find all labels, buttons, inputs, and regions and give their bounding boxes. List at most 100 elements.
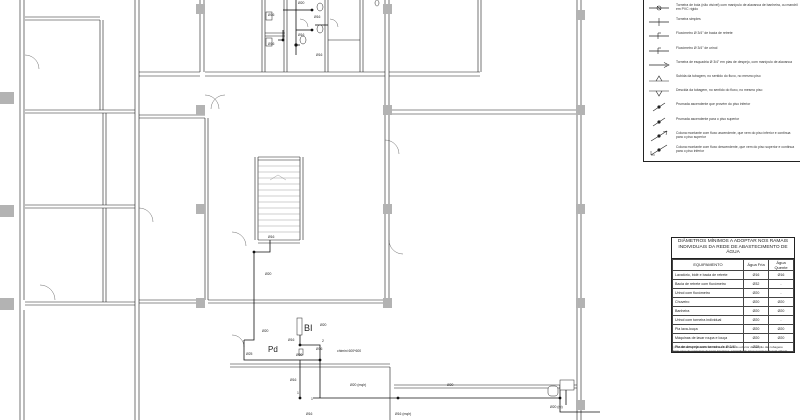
floor-plan: Ø16 Ø16 Ø20 Ø16 Ø16 Ø16 Ø20 Ø20 Ø16 Ø20 … bbox=[0, 0, 600, 420]
table-header-row: EQUIPAMENTO Água Fria Água Quente bbox=[672, 258, 794, 271]
diam-label: Ø20 (rp) bbox=[550, 405, 563, 409]
legend-item-text: Coluna montante com fluxo ascendente, qu… bbox=[676, 130, 791, 139]
diam-label: Ø16 bbox=[288, 338, 295, 342]
water-pipes bbox=[243, 0, 600, 413]
equipment-cell: Chuveiro bbox=[672, 296, 744, 307]
diam-label: Ø25 bbox=[246, 352, 253, 356]
col-header: Água Quente bbox=[768, 258, 794, 271]
legend-item-text: Descida da tubagem, no sentido do fluxo,… bbox=[676, 88, 763, 93]
diag-down-icon bbox=[650, 144, 668, 156]
fixture-label-pd: Pd bbox=[268, 345, 278, 354]
diam-label: Ø20 bbox=[320, 323, 327, 327]
structural-columns bbox=[0, 4, 585, 410]
diameter-cell: - bbox=[768, 278, 794, 289]
pipe-diameter-labels: Ø16 Ø16 Ø20 Ø16 Ø16 Ø16 Ø20 Ø20 Ø16 Ø20 … bbox=[246, 1, 563, 416]
legend-item: Subida da tubagem, no sentido do fluxo, … bbox=[644, 73, 800, 85]
door-swings bbox=[24, 18, 404, 348]
diameter-cell: Ø20 bbox=[768, 323, 794, 334]
tee-icon bbox=[649, 18, 669, 27]
legend-item: Coluna montante com fluxo ascendente, qu… bbox=[644, 130, 800, 142]
flush-f-icon bbox=[649, 33, 669, 40]
diam-label: Ø20 bbox=[298, 1, 305, 5]
legend-box: Torneira de boia (não visível) com maníp… bbox=[643, 0, 800, 162]
legend-item: Prumada ascendente que provém do piso in… bbox=[644, 101, 800, 113]
note: (1) Os diâmetros indicados referem-se à … bbox=[671, 345, 783, 349]
diameter-cell: Ø20 bbox=[743, 287, 769, 298]
diameter-cell: - bbox=[768, 314, 794, 325]
diam-label: Ø20 bbox=[447, 383, 454, 387]
legend-item-text: Subida da tubagem, no sentido do fluxo, … bbox=[676, 74, 761, 78]
diam-label: Ø20 bbox=[262, 329, 269, 333]
arrow-down-icon bbox=[649, 90, 669, 97]
diameter-cell: Ø20 bbox=[768, 332, 794, 343]
diam-label: Ø16 bbox=[268, 42, 275, 46]
legend-item-text: Prumada ascendente que provém do piso in… bbox=[676, 102, 751, 107]
diameter-cell: - bbox=[768, 287, 794, 298]
legend-item-text: Fluxómetro Ø 3/4" de bacia de retrete bbox=[676, 31, 733, 36]
node-label: 1 bbox=[311, 397, 313, 401]
flush-f-icon bbox=[649, 47, 669, 54]
diam-label: Ø16 bbox=[314, 15, 321, 19]
equipment-cell: Urinol com fluxómetro bbox=[672, 287, 744, 298]
note: (2) No caso de máquinas de lavar interio… bbox=[671, 349, 788, 353]
legend-item-text: Torneira simples bbox=[676, 17, 701, 22]
equipment-cell: Lavatório, bidé e bacia de retrete bbox=[672, 269, 744, 280]
legend-item-text: Prumada ascendente para o piso superior bbox=[676, 116, 740, 121]
diag-up-icon bbox=[650, 130, 668, 142]
valve-loop-icon bbox=[649, 5, 669, 11]
fixture-label-bi: BI bbox=[304, 323, 313, 333]
table-title: DIÂMETROS MÍNIMOS A ADOPTAR NOS RAMAIS I… bbox=[672, 238, 794, 259]
table-grid: EQUIPAMENTO Água Fria Água Quente Lavató… bbox=[672, 258, 794, 352]
equipment-cell: Bacia de retrete com fluxómetro bbox=[672, 278, 744, 289]
legend-item: Fluxómetro Ø 3/4" de urinol bbox=[644, 45, 800, 57]
diameter-cell: Ø20 bbox=[768, 296, 794, 307]
dot-line-icon bbox=[652, 117, 666, 126]
diam-label: Ø16 bbox=[316, 347, 323, 351]
equipment-cell: Pia lava-louça bbox=[672, 323, 744, 334]
diam-label: Ø20 bbox=[265, 272, 272, 276]
diameter-cell: Ø20 bbox=[743, 323, 769, 334]
diameter-cell: Ø32 bbox=[743, 278, 769, 289]
arrow-right-icon bbox=[649, 62, 670, 68]
legend-item: Coluna montante com fluxo descendente, q… bbox=[644, 144, 800, 156]
pipe-fittings bbox=[252, 8, 562, 400]
diam-label: Ø20 bbox=[296, 353, 303, 357]
arrow-up-icon bbox=[649, 75, 669, 82]
legend-item-text: Fluxómetro Ø 3/4" de urinol bbox=[676, 45, 718, 50]
table-notes: (1) Os diâmetros indicados referem-se à … bbox=[671, 345, 799, 353]
diam-label: Ø20 (mqlr) bbox=[350, 383, 366, 387]
diam-label: Ø16 bbox=[268, 13, 275, 17]
legend-item: Fluxómetro Ø 3/4" de bacia de retrete bbox=[644, 30, 800, 42]
walls bbox=[19, 0, 582, 420]
node-label: 1 bbox=[297, 391, 299, 395]
diameter-cell: Ø20 bbox=[743, 305, 769, 316]
legend-item-text: Coluna montante com fluxo descendente, q… bbox=[676, 145, 795, 153]
diameter-cell: Ø20 bbox=[768, 305, 794, 316]
diam-label: Ø16 bbox=[290, 378, 297, 382]
equipment-cell: Urinol com torneira individual bbox=[672, 314, 744, 325]
node-label: 2 bbox=[322, 339, 324, 343]
diameter-cell: Ø16 bbox=[743, 269, 769, 280]
equipment-cell: Máquinas de lavar roupa e louça bbox=[672, 332, 744, 343]
diameter-table: DIÂMETROS MÍNIMOS A ADOPTAR NOS RAMAIS I… bbox=[671, 237, 795, 353]
diameter-cell: Ø16 bbox=[768, 269, 794, 280]
sanitary-fixtures bbox=[265, 0, 575, 397]
legend-item: Torneira de esquadria Ø 3/4" em pias de … bbox=[644, 59, 800, 71]
diam-label: Ø16 bbox=[268, 235, 275, 239]
col-header: EQUIPAMENTO bbox=[672, 258, 744, 271]
legend-item: Torneira de boia (não visível) com maníp… bbox=[644, 2, 800, 14]
table-row: Pia de despejo com torneira de Ø 3/4"Ø25… bbox=[672, 341, 794, 352]
diameter-cell: Ø20 bbox=[743, 332, 769, 343]
legend-item: Torneira simples bbox=[644, 16, 800, 28]
diam-label: Ø16 (mqlr) bbox=[395, 412, 411, 416]
legend-item-text: Torneira de esquadria Ø 3/4" em pias de … bbox=[676, 59, 792, 64]
diam-label: Ø16 bbox=[306, 412, 313, 416]
